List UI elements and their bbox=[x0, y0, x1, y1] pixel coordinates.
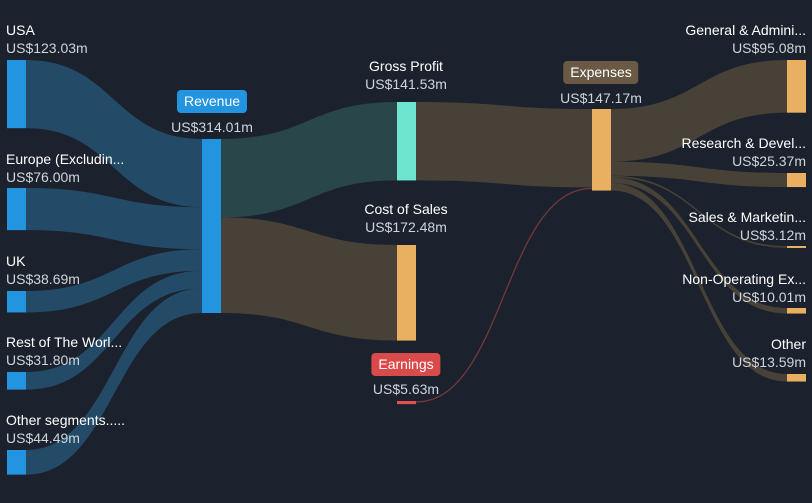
rest-of-world-value: US$31.80m bbox=[6, 352, 80, 368]
flow-revenue-to-gross_profit bbox=[221, 102, 397, 218]
flow-uk-to-revenue bbox=[26, 249, 202, 313]
node-sales-marketing bbox=[787, 246, 806, 248]
flow-gross_profit-to-expenses bbox=[416, 102, 592, 188]
node-revenue bbox=[202, 139, 221, 313]
gross-profit-value: US$141.53m bbox=[365, 76, 447, 92]
usa-value: US$123.03m bbox=[6, 40, 88, 56]
flow-expenses-to-research bbox=[611, 161, 787, 188]
nodes bbox=[7, 60, 806, 475]
expenses-label: Expenses bbox=[563, 61, 639, 84]
europe-value: US$76.00m bbox=[6, 169, 80, 185]
flow-usa-to-revenue bbox=[26, 60, 202, 208]
node-europe bbox=[7, 188, 26, 231]
general-admin-label: General & Admini... bbox=[685, 22, 806, 38]
node-gross-profit bbox=[397, 102, 416, 181]
earnings-label: Earnings bbox=[371, 353, 441, 376]
node-uk bbox=[7, 291, 26, 313]
node-rest bbox=[7, 372, 26, 390]
flow-rest-to-revenue bbox=[26, 270, 202, 390]
other-segments-value: US$44.49m bbox=[6, 430, 80, 446]
flow-expenses-to-general_admin bbox=[611, 60, 787, 162]
node-non-operating bbox=[787, 308, 806, 314]
non-operating-label: Non-Operating Ex... bbox=[682, 271, 806, 287]
expenses-value: US$147.17m bbox=[560, 90, 642, 106]
gross-profit-label: Gross Profit bbox=[369, 58, 443, 74]
rest-of-world-label: Rest of The Worl... bbox=[6, 334, 123, 350]
node-earnings bbox=[397, 401, 416, 405]
flow-europe-to-revenue bbox=[26, 188, 202, 250]
node-other bbox=[787, 374, 806, 382]
flow-expenses-to-sales_marketing bbox=[611, 175, 787, 248]
research-label: Research & Devel... bbox=[681, 135, 807, 151]
europe-label: Europe (Excludin... bbox=[6, 151, 125, 167]
general-admin-value: US$95.08m bbox=[732, 40, 806, 56]
uk-value: US$38.69m bbox=[6, 271, 80, 287]
cost-of-sales-value: US$172.48m bbox=[365, 219, 447, 235]
sales-marketing-value: US$3.12m bbox=[739, 227, 806, 243]
node-general-admin bbox=[787, 60, 806, 113]
flow-revenue-to-cost_of_sales bbox=[221, 217, 397, 341]
sales-marketing-label: Sales & Marketin... bbox=[688, 209, 807, 225]
cost-of-sales-label: Cost of Sales bbox=[364, 201, 448, 217]
other-expense-label: Other bbox=[770, 336, 806, 352]
node-cost-of-sales bbox=[397, 245, 416, 341]
flows bbox=[26, 60, 787, 475]
node-usa bbox=[7, 60, 26, 129]
revenue-label: Revenue bbox=[176, 90, 248, 113]
flow-expenses-to-non_operating bbox=[611, 177, 787, 314]
flow-other_segments-to-revenue bbox=[26, 288, 202, 475]
flow-expenses-to-other bbox=[611, 183, 787, 382]
other-segments-label: Other segments..... bbox=[6, 412, 126, 428]
revenue-value: US$314.01m bbox=[171, 119, 253, 135]
node-other-segments bbox=[7, 450, 26, 475]
earnings-value: US$5.63m bbox=[372, 381, 440, 397]
other-expense-value: US$13.59m bbox=[732, 354, 806, 370]
flow-earnings-to-expenses bbox=[415, 187, 593, 403]
research-value: US$25.37m bbox=[732, 153, 806, 169]
node-research bbox=[787, 173, 806, 188]
usa-label: USA bbox=[6, 22, 35, 38]
uk-label: UK bbox=[6, 253, 26, 269]
non-operating-value: US$10.01m bbox=[732, 289, 806, 305]
node-expenses bbox=[592, 109, 611, 191]
